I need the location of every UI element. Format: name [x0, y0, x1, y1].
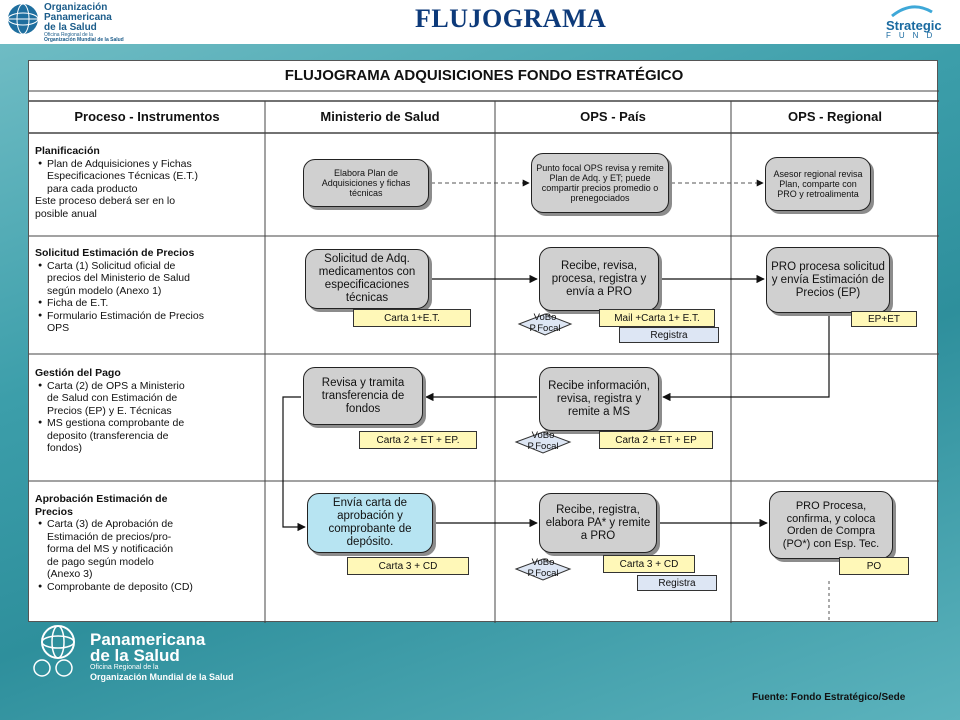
logo-sub-line-1: Oficina Regional de la [44, 32, 93, 38]
lane-line: Comprobante de deposito (CD) [35, 581, 259, 594]
lane-line: Precios (EP) y E. Técnicas [47, 404, 172, 417]
col-header-ops-pais: OPS - País [580, 108, 646, 124]
vobo-diamond-3 [514, 558, 572, 581]
lane-line: Estimación de precios/pro- [47, 530, 172, 543]
doc-carta2-ops: Carta 2 + ET + EP [599, 431, 713, 449]
lane-line: fondos) [47, 442, 83, 455]
lane-line: MS gestiona comprobante de [35, 417, 259, 430]
node-ops-recibe-pa: Recibe, registra, elabora PA* y remite a… [539, 493, 657, 553]
lane-line: según modelo (Anexo 1) [47, 284, 162, 297]
vobo-label-2: VoBo P.Focal [519, 430, 567, 452]
logo-org-line-1: Organización [44, 2, 108, 13]
lane-line: para cada producto [47, 182, 138, 195]
lane-line: Carta (1) Solicitud oficial de [35, 260, 259, 273]
lane-line: Carta (2) de OPS a Ministerio [35, 380, 259, 393]
vobo-diamond-2 [514, 431, 572, 454]
node-reg-pro-orden: PRO Procesa, confirma, y coloca Orden de… [769, 491, 893, 559]
doc-carta3-ms: Carta 3 + CD [347, 557, 469, 575]
col-header-ops-regional: OPS - Regional [788, 108, 882, 124]
page-title: FLUJOGRAMA [415, 4, 607, 33]
node-ops-recibe-info: Recibe información, revisa, registra y r… [539, 367, 659, 431]
vobo-line: P.Focal [527, 568, 559, 579]
node-ms-envia: Envía carta de aprobación y comprobante … [307, 493, 433, 553]
doc-mail-carta1: Mail +Carta 1+ E.T. [599, 309, 715, 327]
flowchart-lines [29, 90, 939, 623]
lane-line: Carta (3) de Aprobación de [35, 518, 259, 531]
paho-emblem-icon [33, 625, 75, 677]
node-ops-punto-focal: Punto focal OPS revisa y remite Plan de … [531, 153, 669, 213]
col-header-proceso: Proceso - Instrumentos [74, 108, 220, 124]
node-ms-revisa: Revisa y tramita transferencia de fondos [303, 367, 423, 425]
lane-line: forma del MS y notificación [47, 543, 174, 556]
strategic-word: Strategic [886, 18, 942, 33]
col-header-ministerio: Ministerio de Salud [320, 108, 440, 124]
lane-line: de pago según modelo [47, 555, 154, 568]
node-ms-plan: Elabora Plan de Adquisiciones y fichas t… [303, 159, 429, 207]
lane-aprobacion: Aprobación Estimación de Precios Carta (… [35, 493, 259, 593]
footer-org-line-2: de la Salud [90, 646, 180, 665]
lane-line: Especificaciones Técnicas (E.T.) [47, 170, 198, 183]
lane-line: de Salud con Estimación de [47, 392, 178, 405]
lane-title: Gestión del Pago [35, 367, 121, 379]
diagram-title: FLUJOGRAMA ADQUISICIONES FONDO ESTRATÉGI… [284, 67, 684, 84]
source-credit: Fuente: Fondo Estratégico/Sede [752, 692, 906, 703]
node-reg-asesor: Asesor regional revisa Plan, comparte co… [765, 157, 871, 211]
logo-org-line-2: Panamericana [44, 12, 112, 23]
lane-line: OPS [47, 322, 70, 335]
lane-title: Planificación [35, 145, 100, 157]
swoosh-icon [891, 5, 933, 18]
flowchart-frame: FLUJOGRAMA ADQUISICIONES FONDO ESTRATÉGI… [28, 60, 939, 623]
vobo-line: VoBo [531, 430, 555, 441]
logo-sub-line-2: Organización Mundial de la Salud [44, 37, 124, 43]
arrow-ms-down-4 [282, 396, 306, 532]
vobo-line: P.Focal [529, 323, 561, 334]
paho-logo: Organización Panamericana de la Salud Of… [6, 2, 166, 43]
lane-solicitud: Solicitud Estimación de Precios Carta (1… [35, 247, 259, 335]
strategic-fund-word: FUND [886, 31, 941, 40]
node-ops-recibe: Recibe, revisa, procesa, registra y enví… [539, 247, 659, 311]
globe-icon [7, 3, 39, 35]
lane-line: Ficha de E.T. [35, 297, 259, 310]
lane-line: (Anexo 3) [47, 568, 93, 581]
vobo-line: VoBo [533, 312, 557, 323]
lane-title: Solicitud Estimación de Precios [35, 247, 195, 259]
header: Organización Panamericana de la Salud Of… [0, 0, 960, 44]
doc-carta2-ms: Carta 2 + ET + EP. [359, 431, 477, 449]
lane-line: Plan de Adquisiciones y Fichas [35, 158, 259, 171]
arrow-reg-down-3 [662, 313, 830, 402]
vobo-diamond-1 [517, 313, 573, 336]
lane-line: Formulario Estimación de Precios [35, 310, 259, 323]
vobo-label-1: VoBo P.Focal [522, 312, 568, 334]
lane-line: posible anual [35, 207, 97, 220]
doc-registra-2: Registra [637, 575, 717, 591]
lane-line: Este proceso deberá ser en lo [35, 195, 176, 208]
node-ms-solicitud: Solicitud de Adq. medicamentos con espec… [305, 249, 429, 309]
footer-org-line-1: Panamericana [90, 630, 206, 649]
lane-planificacion: Planificación Plan de Adquisiciones y Fi… [35, 145, 259, 220]
vobo-line: VoBo [531, 557, 555, 568]
doc-po: PO [839, 557, 909, 575]
doc-carta1: Carta 1+E.T. [353, 309, 471, 327]
lane-title-cont: Precios [35, 505, 73, 518]
strategic-fund-logo: Strategic FUND [872, 4, 952, 42]
logo-org-line-3: de la Salud [44, 22, 97, 33]
lane-gestion-pago: Gestión del Pago Carta (2) de OPS a Mini… [35, 367, 259, 455]
doc-ep-et: EP+ET [851, 311, 917, 327]
footer-sub-line-1: Oficina Regional de la [90, 664, 159, 671]
doc-carta3-ops: Carta 3 + CD [603, 555, 695, 573]
vobo-label-3: VoBo P.Focal [519, 557, 567, 579]
lane-line: precios del Ministerio de Salud [47, 272, 190, 285]
lane-line: deposito (transferencia de [47, 429, 169, 442]
node-reg-pro-procesa: PRO procesa solicitud y envía Estimación… [766, 247, 890, 313]
lane-title: Aprobación Estimación de [35, 493, 168, 505]
doc-registra-1: Registra [619, 327, 719, 343]
vobo-line: P.Focal [527, 441, 559, 452]
footer-sub-line-2: Organización Mundial de la Salud [90, 672, 234, 682]
